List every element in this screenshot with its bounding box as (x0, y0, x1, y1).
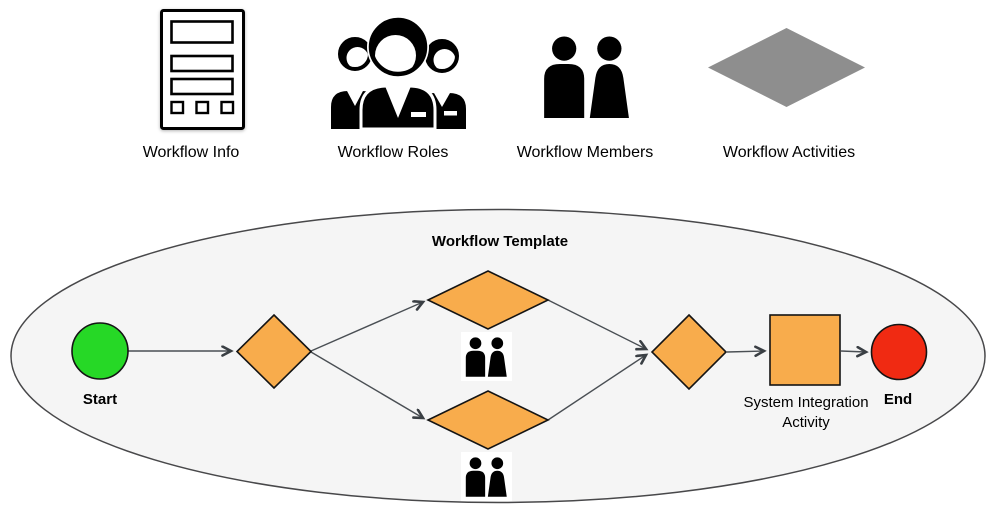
system-integration-activity-label: System Integration Activity (743, 393, 868, 433)
document-square (220, 100, 235, 115)
document-square (170, 100, 185, 115)
activities-diamond-shape (708, 28, 865, 107)
workflow-template-title: Workflow Template (431, 233, 569, 250)
activity-label-line1: System Integration (743, 394, 869, 411)
arrow-bottom-branch-to-decision2 (547, 355, 646, 421)
arrow-top-branch-to-decision2 (547, 299, 646, 349)
end-label: End (883, 391, 913, 408)
start-node[interactable] (71, 322, 129, 380)
activity-label-line2: Activity (782, 414, 830, 431)
decision-node-2[interactable] (650, 313, 728, 391)
workflow-activities-label: Workflow Activities (722, 144, 856, 161)
members-badge-bottom[interactable] (461, 452, 512, 501)
document-header-bar (170, 20, 234, 44)
system-integration-activity-node[interactable] (769, 314, 841, 386)
start-label: Start (82, 391, 118, 408)
arrow-activity-to-end (840, 351, 866, 352)
arrow-decision1-to-bottom-branch (310, 351, 423, 418)
document-row-bar (170, 77, 234, 96)
arrow-decision1-to-top-branch (310, 302, 423, 352)
members-badge-top[interactable] (461, 332, 512, 381)
branch-activity-top[interactable] (426, 270, 550, 330)
end-node[interactable] (870, 323, 928, 381)
document-row-bar (170, 54, 234, 73)
workflow-activities-icon[interactable] (708, 28, 865, 107)
workflow-members-label: Workflow Members (516, 144, 654, 161)
branch-activity-bottom[interactable] (426, 390, 550, 450)
workflow-roles-label: Workflow Roles (337, 144, 449, 161)
decision-node-1[interactable] (235, 313, 313, 390)
document-square (195, 100, 210, 115)
workflow-info-icon[interactable] (160, 9, 245, 130)
workflow-info-label: Workflow Info (142, 144, 240, 161)
arrow-decision2-to-activity (726, 351, 764, 352)
